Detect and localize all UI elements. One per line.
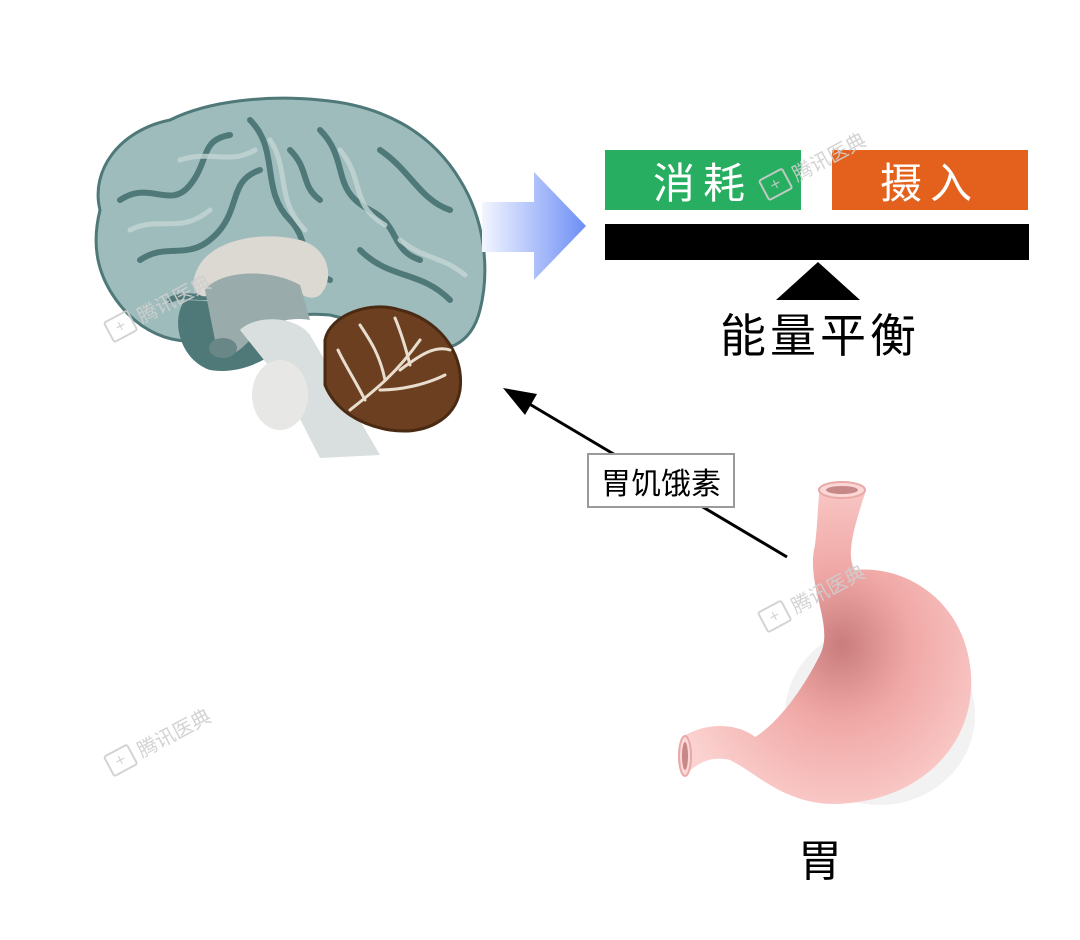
intake-box: 摄入 xyxy=(832,150,1028,210)
fulcrum-triangle-icon xyxy=(776,262,860,300)
intake-label: 摄入 xyxy=(879,158,980,208)
energy-balance-label: 能量平衡 xyxy=(720,309,920,363)
right-arrow-icon xyxy=(482,172,586,280)
consumption-box: 消耗 xyxy=(605,150,801,210)
brain-icon xyxy=(94,96,487,458)
stomach-label: 胃 xyxy=(798,836,842,887)
consumption-label: 消耗 xyxy=(652,158,753,208)
watermark-logo-icon: + xyxy=(102,742,139,778)
stomach-icon xyxy=(678,481,975,805)
balance-beam xyxy=(605,224,1029,260)
watermark: + 腾讯医典 xyxy=(101,700,215,779)
ghrelin-label: 胃饥饿素 xyxy=(587,453,735,508)
